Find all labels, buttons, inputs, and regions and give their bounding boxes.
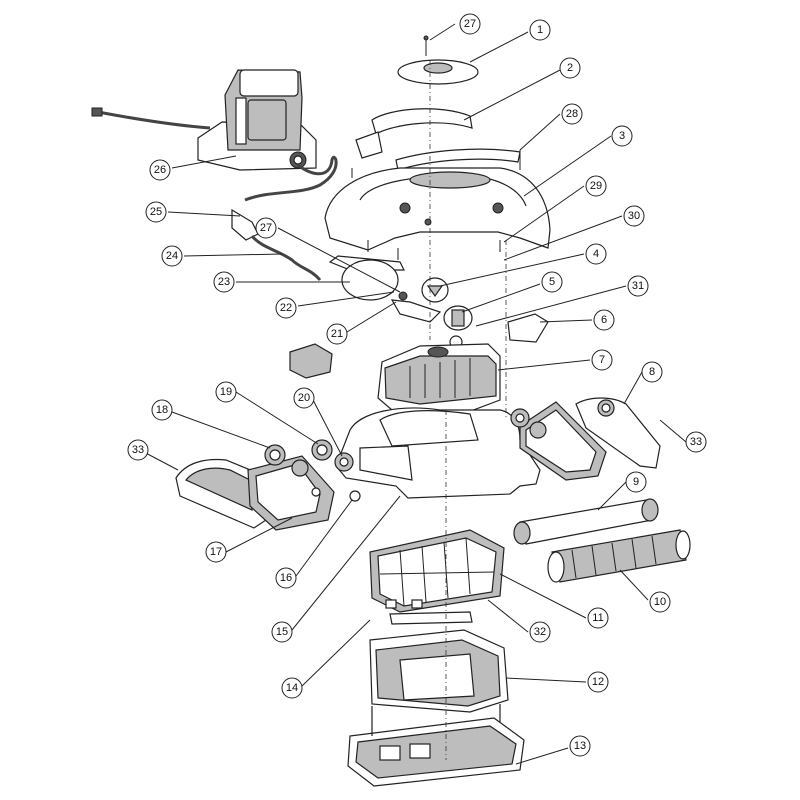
callout-25: 25 xyxy=(145,201,167,223)
cover-screws xyxy=(351,150,521,260)
motor-unit xyxy=(377,343,501,413)
filter-basket xyxy=(369,529,505,613)
callout-26: 26 xyxy=(149,159,171,181)
top-cover-body xyxy=(324,167,551,251)
callout-29: 29 xyxy=(585,175,607,197)
callout-10: 10 xyxy=(649,591,671,613)
callout-22-label: 22 xyxy=(280,302,292,314)
handle-bar xyxy=(355,108,521,171)
callout-26-label: 26 xyxy=(154,164,166,176)
callout-32-label: 32 xyxy=(534,626,546,638)
callout-13-label: 13 xyxy=(574,740,586,752)
callout-25-label: 25 xyxy=(150,206,162,218)
side-support-arm xyxy=(328,255,442,323)
callout-23-label: 23 xyxy=(218,276,230,288)
callout-10-label: 10 xyxy=(654,596,666,608)
callout-11: 11 xyxy=(587,607,609,629)
callout-21: 21 xyxy=(326,323,348,345)
callout-24-label: 24 xyxy=(166,250,178,262)
callout-29-label: 29 xyxy=(590,180,602,192)
callout-9-label: 9 xyxy=(633,476,639,488)
callout-6-label: 6 xyxy=(601,314,607,326)
power-supply-unit xyxy=(91,69,338,202)
callout-16-label: 16 xyxy=(280,572,292,584)
small-washers xyxy=(311,487,361,502)
callout-17-label: 17 xyxy=(210,546,222,558)
callout-33-right-label: 33 xyxy=(690,436,702,448)
callout-20-label: 20 xyxy=(298,392,310,404)
callout-19-label: 19 xyxy=(220,386,232,398)
callout-12: 12 xyxy=(587,671,609,693)
callout-1-label: 1 xyxy=(537,24,543,36)
callout-5-label: 5 xyxy=(549,276,555,288)
callout-31: 31 xyxy=(627,275,649,297)
callout-15-label: 15 xyxy=(276,626,288,638)
callout-15: 15 xyxy=(271,621,293,643)
callout-19: 19 xyxy=(215,381,237,403)
callout-2: 2 xyxy=(559,57,581,79)
right-wheels xyxy=(510,408,547,439)
callout-30: 30 xyxy=(623,205,645,227)
callout-14: 14 xyxy=(281,677,303,699)
left-side-plate xyxy=(175,458,267,529)
callout-27-mid-label: 27 xyxy=(260,222,272,234)
callout-32: 32 xyxy=(529,621,551,643)
impeller-assembly xyxy=(421,277,473,349)
callout-5: 5 xyxy=(541,271,563,293)
callout-9: 9 xyxy=(625,471,647,493)
callout-12-label: 12 xyxy=(592,676,604,688)
callout-3: 3 xyxy=(611,125,633,147)
roller-tube xyxy=(513,498,659,545)
callout-24: 24 xyxy=(161,245,183,267)
callout-28: 28 xyxy=(561,103,583,125)
right-side-plate xyxy=(575,397,661,469)
callout-27-top: 27 xyxy=(459,13,481,35)
callout-27-top-label: 27 xyxy=(464,18,476,30)
callout-3-label: 3 xyxy=(619,130,625,142)
callout-20: 20 xyxy=(293,387,315,409)
callout-23: 23 xyxy=(213,271,235,293)
callout-17: 17 xyxy=(205,541,227,563)
callout-22: 22 xyxy=(275,297,297,319)
brush-roller xyxy=(547,529,691,583)
callout-4: 4 xyxy=(585,243,607,265)
top-handle-cover xyxy=(397,35,479,85)
leader-lines xyxy=(139,23,687,765)
callout-16: 16 xyxy=(275,567,297,589)
side-block-right xyxy=(507,313,549,343)
left-track-belt xyxy=(247,455,335,531)
callout-30-label: 30 xyxy=(628,210,640,222)
callout-33-right: 33 xyxy=(685,431,707,453)
callout-2-label: 2 xyxy=(567,62,573,74)
callout-33-left: 33 xyxy=(127,439,149,461)
side-block-left xyxy=(289,343,333,379)
left-wheels xyxy=(264,439,354,477)
callout-1: 1 xyxy=(529,19,551,41)
callout-21-label: 21 xyxy=(331,328,343,340)
callout-7: 7 xyxy=(591,349,613,371)
callout-13: 13 xyxy=(569,735,591,757)
callout-28-label: 28 xyxy=(566,108,578,120)
callout-7-label: 7 xyxy=(599,354,605,366)
callout-31-label: 31 xyxy=(632,280,644,292)
assembly-axis-lines xyxy=(429,60,507,760)
swivel-cable-connector xyxy=(231,208,322,281)
callout-8: 8 xyxy=(641,361,663,383)
bottom-base xyxy=(347,704,525,787)
callout-18: 18 xyxy=(151,399,173,421)
filter-cover xyxy=(369,629,509,713)
callout-18-label: 18 xyxy=(156,404,168,416)
callout-27-mid: 27 xyxy=(255,217,277,239)
filter-clip xyxy=(389,611,473,625)
callout-14-label: 14 xyxy=(286,682,298,694)
callout-6: 6 xyxy=(593,309,615,331)
callout-11-label: 11 xyxy=(592,612,603,624)
callout-4-label: 4 xyxy=(593,248,599,260)
callout-8-label: 8 xyxy=(649,366,655,378)
callout-33-left-label: 33 xyxy=(132,444,144,456)
chassis-frame xyxy=(335,407,541,499)
